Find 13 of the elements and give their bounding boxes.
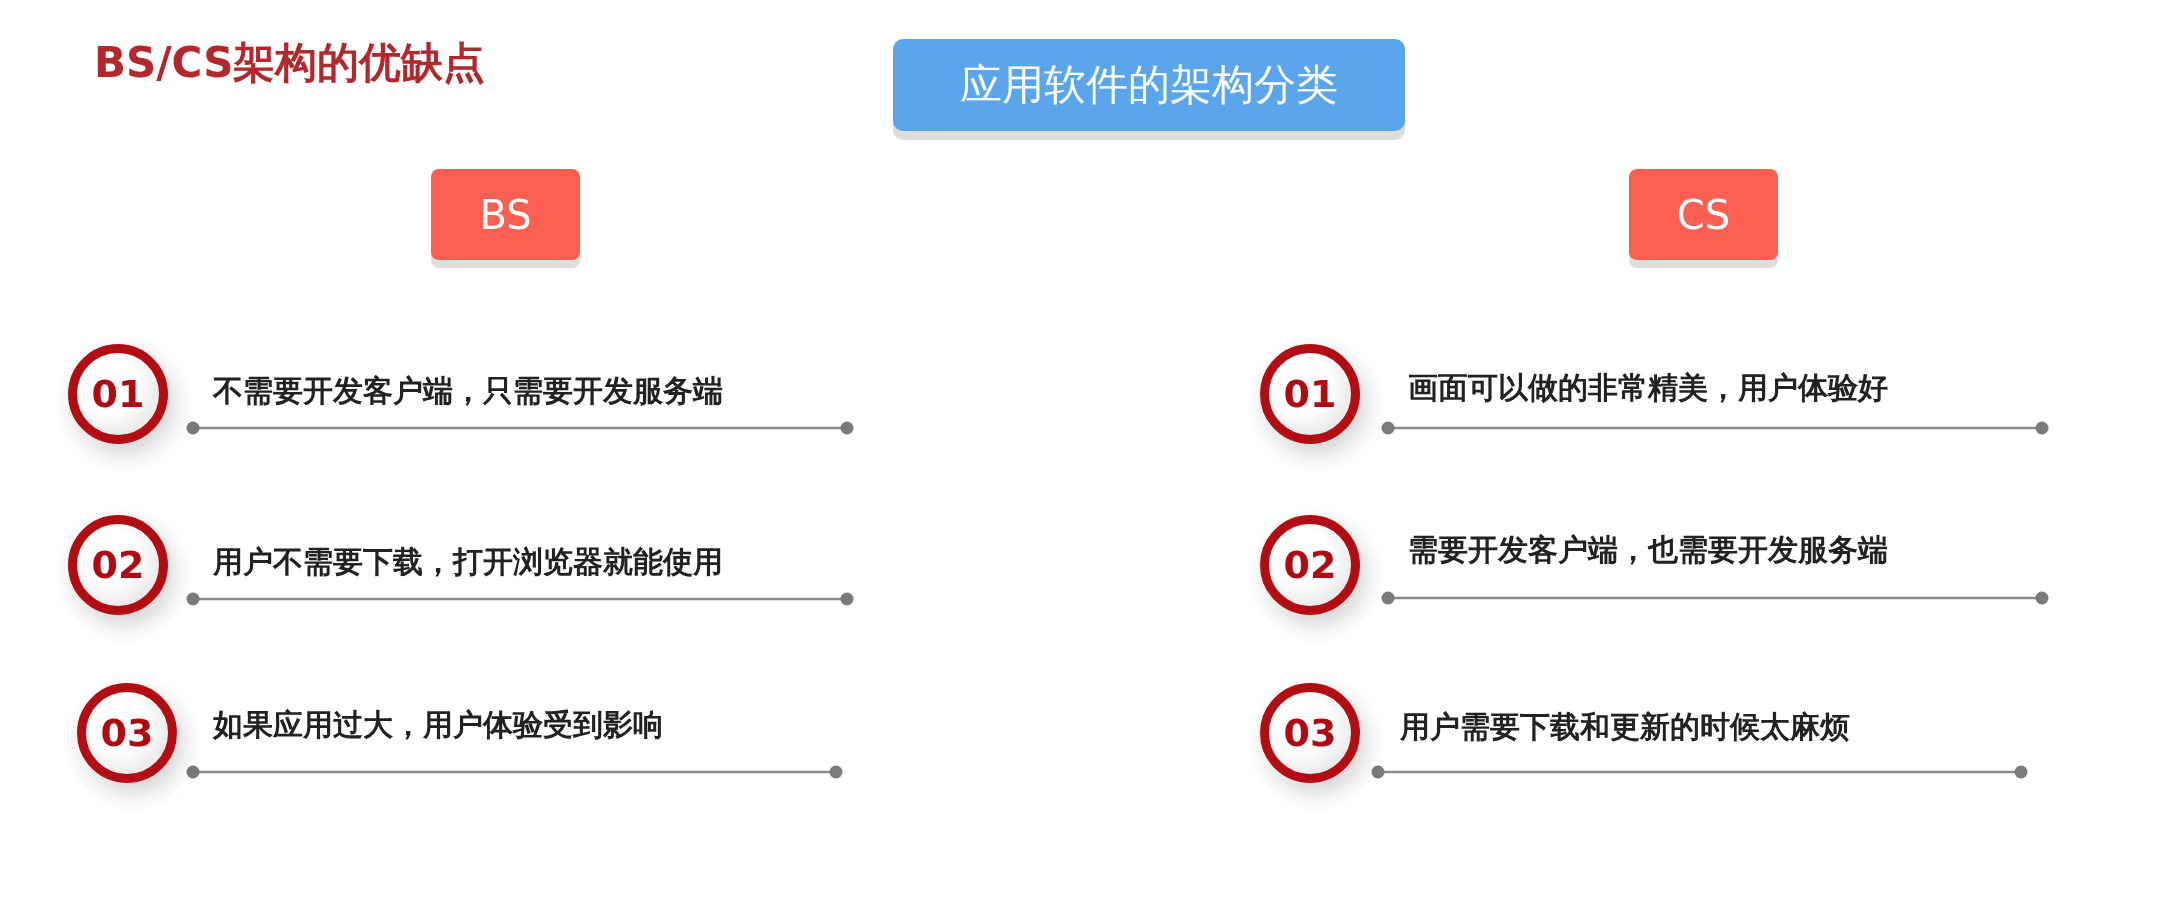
number-circle: 01	[68, 344, 168, 444]
page-title: BS/CS架构的优缺点	[94, 37, 486, 89]
number-circle: 03	[77, 683, 177, 783]
item-text: 不需要开发客户端，只需要开发服务端	[213, 372, 723, 410]
item-text: 用户不需要下载，打开浏览器就能使用	[213, 543, 723, 581]
number-circle: 02	[68, 515, 168, 615]
item-text: 如果应用过大，用户体验受到影响	[213, 706, 663, 744]
item-text: 画面可以做的非常精美，用户体验好	[1408, 369, 1888, 407]
number-circle: 01	[1260, 344, 1360, 444]
item-text: 用户需要下载和更新的时候太麻烦	[1400, 708, 1850, 746]
number-circle: 03	[1260, 683, 1360, 783]
number-circle: 02	[1260, 515, 1360, 615]
item-text: 需要开发客户端，也需要开发服务端	[1408, 531, 1888, 569]
